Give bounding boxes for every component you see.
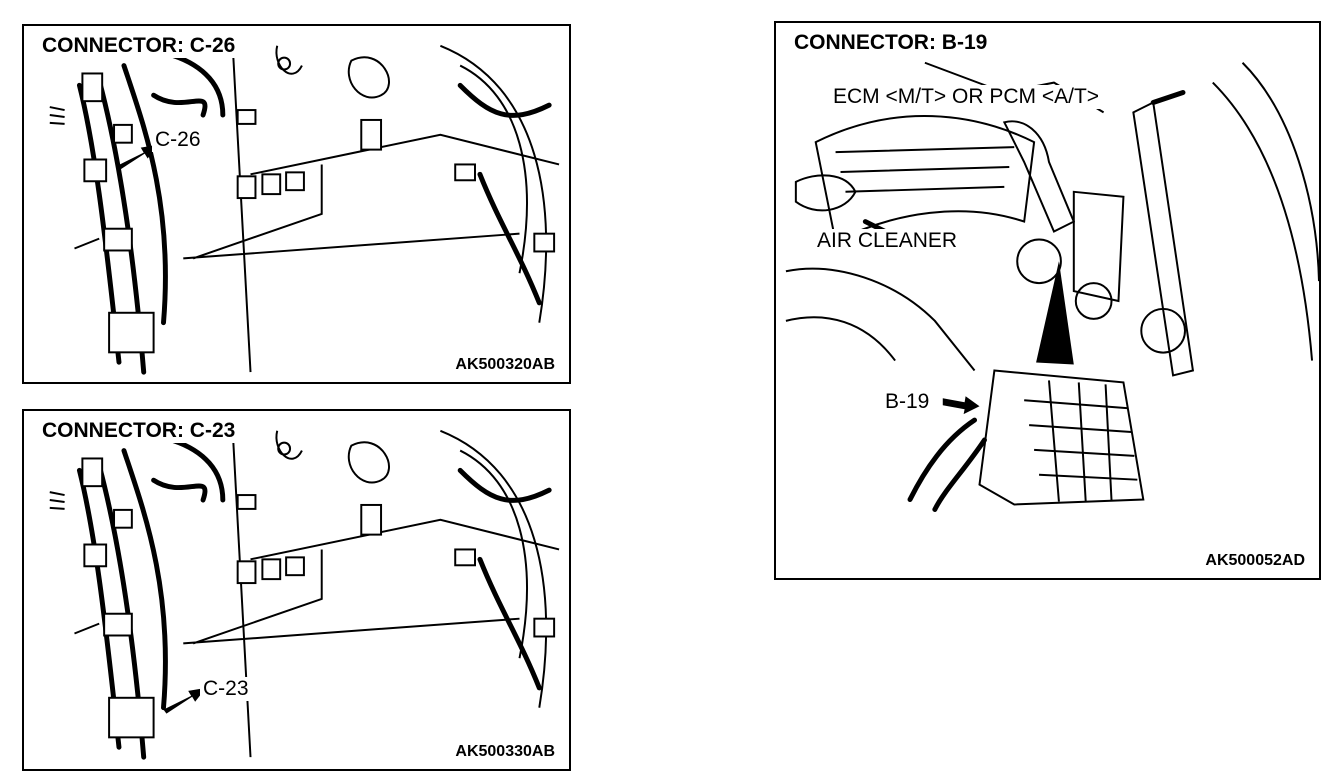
connector-c26-panel: CONNECTOR: C-26 C-26 AK500320AB [22,24,571,384]
figure-code: AK500330AB [455,743,555,760]
connector-c23-panel: CONNECTOR: C-23 C-23 AK500330AB [22,409,571,771]
connector-b19-panel: CONNECTOR: B-19 ECM <M/T> OR PCM <A/T> A… [774,21,1321,580]
connector-callout: B-19 [882,390,933,414]
ecm-pcm-label: ECM <M/T> OR PCM <A/T> [830,85,1103,109]
harness-c23-drawing [49,429,560,760]
panel-title: CONNECTOR: C-26 [38,34,240,58]
engine-compartment-drawing [785,61,1319,512]
connector-callout: C-23 [200,677,252,701]
panel-title: CONNECTOR: B-19 [790,31,992,55]
connector-callout: C-26 [152,128,204,152]
figure-code: AK500052AD [1205,552,1305,569]
air-cleaner-label: AIR CLEANER [814,229,961,253]
harness-c26-drawing [49,44,560,375]
figure-code: AK500320AB [455,356,555,373]
panel-title: CONNECTOR: C-23 [38,419,240,443]
